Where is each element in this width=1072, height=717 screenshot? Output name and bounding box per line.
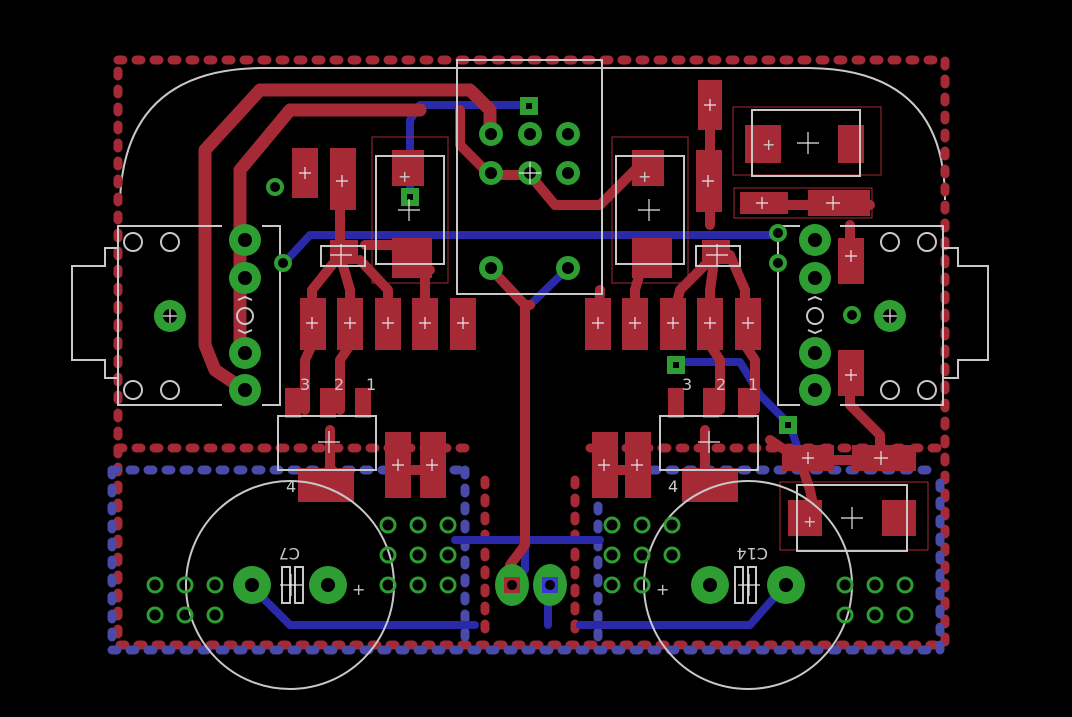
pin2-right-label: 2	[716, 375, 726, 394]
pin1-right-label: 1	[748, 375, 758, 394]
plus-mark-c1: +	[762, 135, 775, 154]
silkscreen-labels: 3 2 1 4 3 2 1 4 + + + + + + C7 C14	[279, 135, 817, 599]
pin3-right-label: 3	[682, 375, 692, 394]
pin1-left-label: 1	[366, 375, 376, 394]
plus-mark-c14: +	[656, 580, 669, 599]
origin-crosses	[163, 99, 897, 596]
part-outlines	[371, 106, 929, 551]
pin3-left-label: 3	[300, 375, 310, 394]
pin4-left-label: 4	[286, 477, 296, 496]
plus-mark-c7: +	[352, 580, 365, 599]
c7-label: C7	[279, 544, 300, 563]
pin2-left-label: 2	[334, 375, 344, 394]
c14-label: C14	[736, 544, 768, 563]
plus-mark-c4: +	[803, 512, 816, 531]
plus-mark-c3: +	[638, 167, 651, 186]
board-outline	[119, 67, 946, 201]
pin4-right-label: 4	[668, 477, 678, 496]
plus-mark-c2: +	[398, 167, 411, 186]
